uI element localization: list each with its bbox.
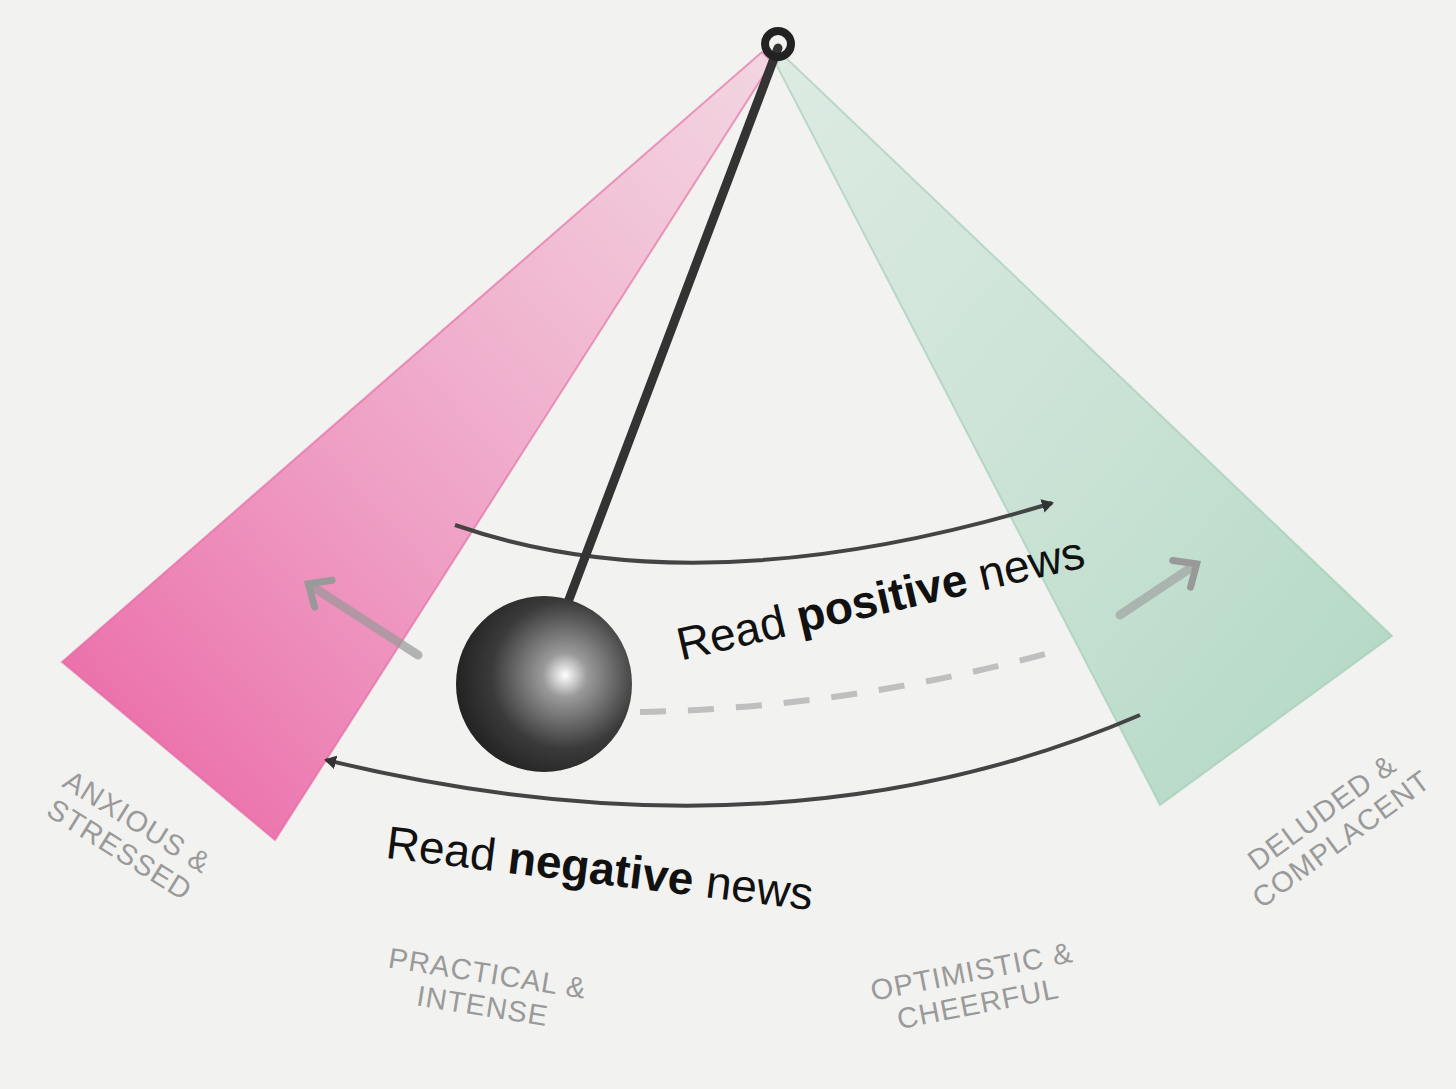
phrase-word: Read — [671, 595, 790, 670]
pendulum-rod — [565, 48, 778, 610]
faint-arrow — [1120, 565, 1195, 615]
phrase-word: positive — [791, 553, 972, 643]
faint-arrow — [310, 585, 418, 655]
pendulum-bob — [456, 596, 632, 772]
state-label: OPTIMISTIC & CHEERFUL — [836, 930, 1114, 1047]
positive-arc-arrow — [455, 503, 1052, 563]
phrase-word: Read — [384, 816, 499, 881]
state-label: PRACTICAL & INTENSE — [351, 937, 618, 1044]
phrase-word: news — [703, 855, 816, 920]
action-phrase: Read negative news — [384, 815, 817, 921]
negative-arc-arrow — [326, 715, 1140, 806]
complacent-wedge — [776, 56, 1392, 805]
phrase-word: negative — [505, 831, 697, 905]
pivot — [765, 31, 791, 57]
anxious-wedge — [62, 52, 772, 840]
